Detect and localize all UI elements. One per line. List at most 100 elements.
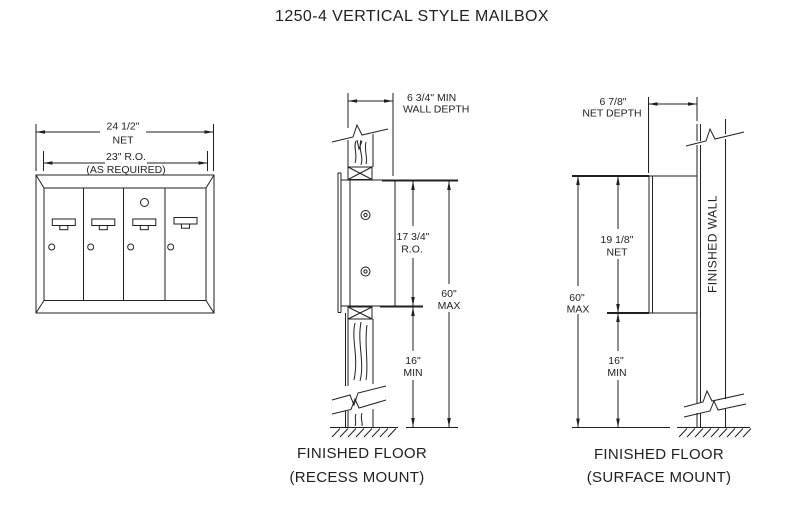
finished-wall-label: FINISHED WALL — [706, 195, 720, 293]
surface-floor-caption: FINISHED FLOOR — [594, 446, 724, 463]
front-view: 24 1/2" NET 23" R.O. (AS REQUIRED) — [35, 121, 215, 314]
wall-lines-below-break — [696, 409, 726, 428]
arrowhead-up-icon — [411, 307, 415, 316]
dim-net-depth-label: NET DEPTH — [582, 108, 641, 120]
arrowhead-down-icon — [616, 304, 620, 313]
dim-wall-depth-label: WALL DEPTH — [403, 104, 469, 116]
dim-16-min-label: MIN — [403, 367, 422, 379]
dim-net-width-label: NET — [113, 135, 135, 147]
arrowhead-left-icon — [648, 102, 658, 106]
master-lock-icon — [140, 198, 149, 207]
dim-60-max-value: 60" — [569, 292, 585, 304]
blocking-x-icon — [347, 306, 373, 320]
dim-wall-depth-value: 6 3/4" MIN — [407, 92, 456, 104]
mounting-screw-icon — [360, 210, 371, 220]
wall-break-icon — [331, 397, 387, 415]
card-holder-icon — [132, 218, 157, 226]
recess-mount-caption: (RECESS MOUNT) — [289, 469, 424, 486]
card-holder-tab-icon — [181, 223, 190, 229]
wall-break-icon — [683, 399, 747, 418]
wall-break-icon — [331, 385, 387, 407]
wood-grain-icon — [354, 412, 363, 427]
arrowhead-down-icon — [616, 418, 620, 428]
dim-16-min-label: MIN — [607, 367, 626, 379]
lock-cylinder-icon — [127, 243, 135, 251]
mailbox-front-flange — [337, 172, 350, 313]
arrowhead-right-icon — [384, 99, 393, 103]
dim-60-max-value: 60" — [441, 288, 457, 300]
door-dividers — [83, 188, 166, 301]
arrowhead-left-icon — [43, 161, 53, 165]
surface-dim-net-depth: 6 7/8" NET DEPTH — [582, 96, 698, 173]
arrowhead-right-icon — [198, 161, 208, 165]
wall-lines-above-break — [696, 119, 726, 141]
recess-floor — [330, 427, 458, 438]
blocking-x-icon — [347, 166, 373, 180]
drawing-title: 1250-4 VERTICAL STYLE MAILBOX — [275, 8, 549, 25]
blocking-outline — [347, 306, 373, 320]
mailbox-side-outline — [648, 175, 698, 314]
mailbox-side-outline — [349, 179, 396, 307]
card-holder-icon — [173, 217, 198, 225]
arrowhead-left-icon — [348, 99, 357, 103]
card-holder-tab-icon — [139, 225, 149, 231]
wall-stud-lines — [345, 313, 374, 386]
recess-wall-lower — [331, 306, 387, 428]
front-dim-rough-opening: 23" R.O. (AS REQUIRED) — [43, 151, 208, 176]
arrowhead-up-icon — [616, 313, 620, 322]
mounting-screw-icon — [360, 266, 371, 277]
wall-break-icon — [683, 389, 745, 408]
recess-wall-upper — [331, 123, 389, 180]
recess-mount-view: 6 3/4" MIN WALL DEPTH 17 3/4" — [289, 92, 469, 486]
arrowhead-left-icon — [36, 130, 45, 134]
surface-dim-60-max: 60" MAX — [567, 176, 589, 428]
surface-mount-caption: (SURFACE MOUNT) — [587, 469, 732, 486]
lock-cylinder-icon — [87, 243, 95, 251]
arrowhead-down-icon — [411, 418, 415, 427]
arrowhead-up-icon — [411, 181, 415, 190]
frame-bevel-corners — [35, 174, 215, 314]
card-holder-icon — [51, 218, 76, 226]
card-holder-icon — [91, 218, 116, 226]
mounting-screw-icon — [363, 212, 368, 218]
surface-floor — [572, 427, 752, 438]
arrowhead-up-icon — [576, 176, 580, 185]
mailbox-inner-frame — [43, 187, 207, 301]
arrowhead-down-icon — [411, 297, 415, 306]
recess-dim-wall-depth: 6 3/4" MIN WALL DEPTH — [347, 92, 469, 176]
dim-ro-width-label: (AS REQUIRED) — [86, 164, 165, 176]
arrowhead-right-icon — [204, 130, 214, 134]
arrowhead-right-icon — [688, 102, 697, 106]
door-card-holders — [51, 217, 198, 231]
arrowhead-down-icon — [447, 418, 451, 427]
mailbox-front-outline — [35, 174, 215, 314]
dim-ro-width-value: 23" R.O. — [106, 151, 146, 163]
recess-dim-60-max: 60" MAX — [438, 181, 461, 427]
wood-grain-icon — [354, 139, 368, 166]
card-holder-tab-icon — [98, 225, 108, 231]
surface-wall: FINISHED WALL — [683, 119, 747, 428]
surface-mount-view: 6 7/8" NET DEPTH FINISHED WALL 19 1/8" N — [567, 96, 752, 486]
door-locks — [48, 198, 175, 251]
recess-floor-caption: FINISHED FLOOR — [297, 445, 427, 462]
surface-dim-16-min: 16" MIN — [607, 313, 627, 428]
wall-break-icon — [331, 123, 389, 143]
dim-box-height-value: 19 1/8" — [601, 234, 634, 246]
lock-cylinder-icon — [48, 243, 56, 251]
recess-mailbox-body — [337, 172, 396, 313]
arrowhead-down-icon — [576, 418, 580, 428]
mounting-screw-icon — [363, 269, 368, 274]
dim-60-max-label: MAX — [438, 300, 461, 312]
arrowhead-up-icon — [616, 176, 620, 185]
surface-dim-box-height: 19 1/8" NET — [572, 175, 649, 314]
recess-dim-16-min: 16" MIN — [403, 307, 423, 427]
floor-hatch-icon — [678, 428, 752, 438]
dim-16-min-value: 16" — [405, 355, 421, 367]
recess-dim-ro-height: 17 3/4" R.O. — [380, 179, 458, 308]
front-dim-net-width: 24 1/2" NET — [35, 121, 214, 171]
mailbox-outer-frame — [35, 174, 215, 314]
dim-box-height-label: NET — [607, 247, 629, 259]
arrowhead-up-icon — [447, 181, 451, 190]
